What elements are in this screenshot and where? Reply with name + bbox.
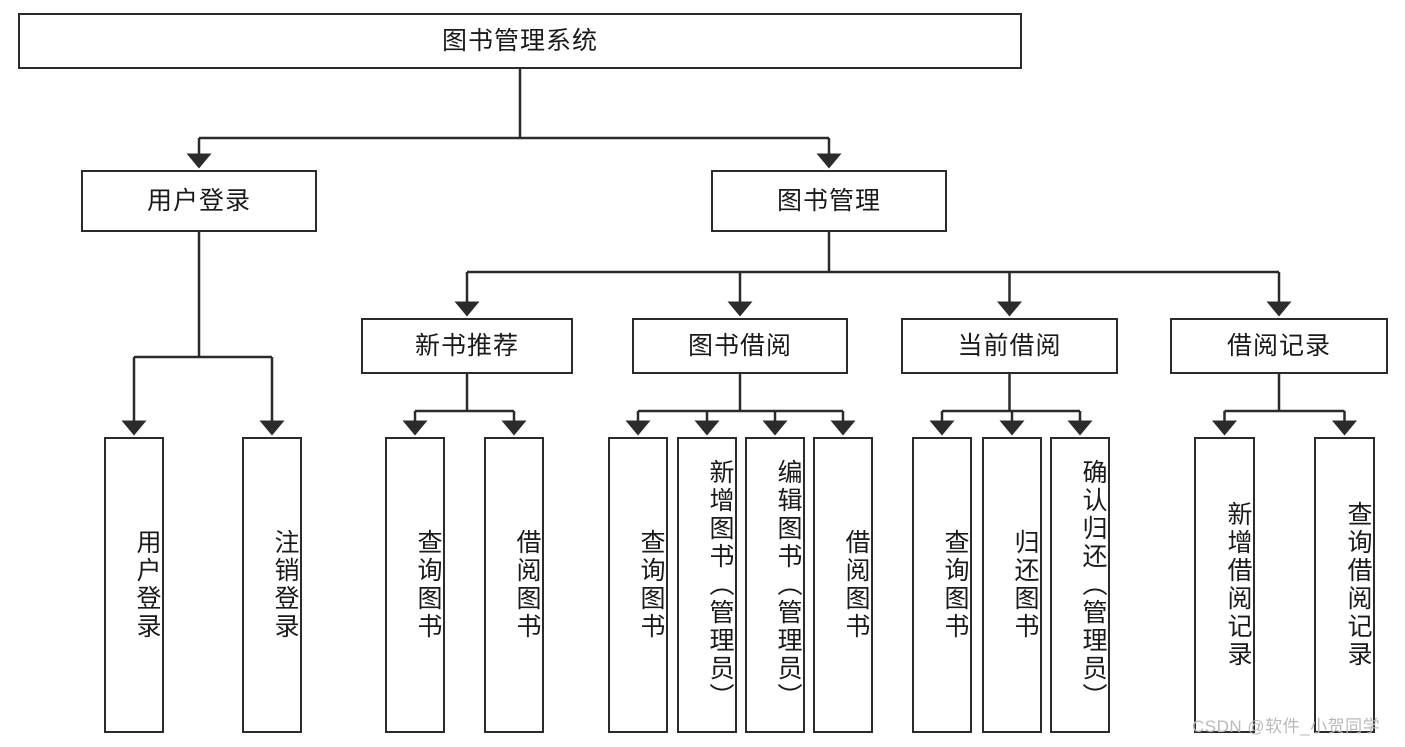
leaf-node-label: 确认归还（管理员）	[1079, 459, 1107, 711]
leaf-node-box[interactable]: 查询图书	[385, 437, 445, 733]
leaf-node-box[interactable]: 编辑图书（管理员）	[745, 437, 805, 733]
level3-node-box[interactable]: 借阅记录	[1170, 318, 1388, 374]
leaf-node-label: 借阅图书	[513, 529, 541, 641]
leaf-node-label: 查询图书	[941, 529, 969, 641]
csdn-watermark: CSDN @软件_小贺同学	[1192, 717, 1381, 736]
leaf-node-label: 用户登录	[133, 529, 161, 641]
level3-node-box[interactable]: 图书借阅	[632, 318, 848, 374]
leaf-node-box[interactable]: 用户登录	[104, 437, 164, 733]
leaf-node-box[interactable]: 借阅图书	[484, 437, 544, 733]
level2-node-label: 用户登录	[146, 187, 251, 215]
level3-node-label: 图书借阅	[687, 332, 792, 360]
level2-node-box[interactable]: 用户登录	[81, 170, 317, 232]
root-node-label: 图书管理系统	[441, 27, 598, 55]
leaf-node-box[interactable]: 新增借阅记录	[1194, 437, 1255, 733]
leaf-node-label: 编辑图书（管理员）	[774, 459, 802, 711]
leaf-node-label: 新增借阅记录	[1224, 501, 1252, 669]
level2-node-label: 图书管理	[776, 187, 881, 215]
leaf-node-label: 查询图书	[414, 529, 442, 641]
leaf-node-label: 查询图书	[637, 529, 665, 641]
level3-node-label: 新书推荐	[414, 332, 519, 360]
leaf-node-label: 归还图书	[1011, 529, 1039, 641]
leaf-node-box[interactable]: 查询借阅记录	[1314, 437, 1375, 733]
level3-node-box[interactable]: 当前借阅	[901, 318, 1118, 374]
leaf-node-box[interactable]: 注销登录	[242, 437, 302, 733]
leaf-node-label: 借阅图书	[842, 529, 870, 641]
level3-node-box[interactable]: 新书推荐	[361, 318, 573, 374]
leaf-node-box[interactable]: 借阅图书	[813, 437, 873, 733]
leaf-node-label: 查询借阅记录	[1344, 501, 1372, 669]
leaf-node-box[interactable]: 确认归还（管理员）	[1050, 437, 1110, 733]
level2-node-box[interactable]: 图书管理	[711, 170, 947, 232]
leaf-node-box[interactable]: 查询图书	[912, 437, 972, 733]
leaf-node-box[interactable]: 查询图书	[608, 437, 668, 733]
level3-node-label: 借阅记录	[1226, 332, 1331, 360]
leaf-node-label: 注销登录	[271, 529, 299, 641]
leaf-node-box[interactable]: 归还图书	[982, 437, 1042, 733]
leaf-node-box[interactable]: 新增图书（管理员）	[677, 437, 737, 733]
leaf-node-label: 新增图书（管理员）	[706, 459, 734, 711]
level3-node-label: 当前借阅	[957, 332, 1062, 360]
root-node-box[interactable]: 图书管理系统	[18, 13, 1022, 69]
